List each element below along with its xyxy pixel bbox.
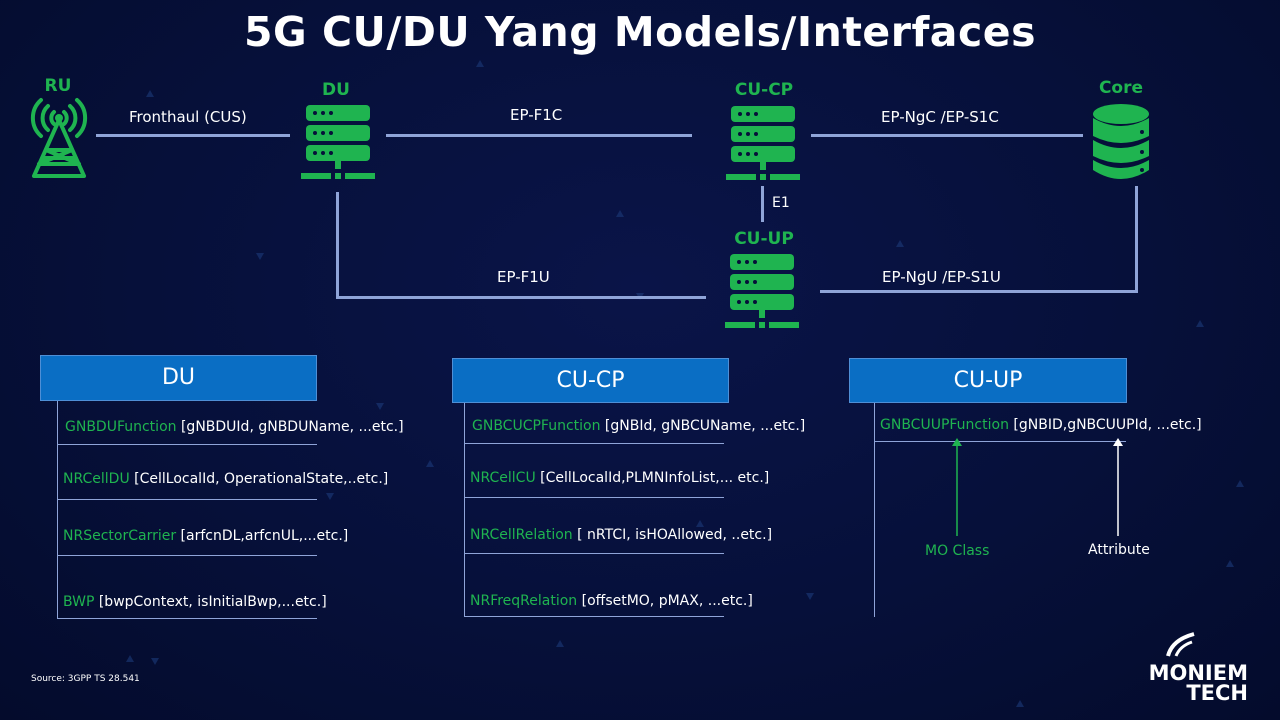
e1-link-line <box>761 186 764 222</box>
du-mo-row: NRCellDU [CellLocalId, OperationalState,… <box>63 471 388 487</box>
du-node-label: DU <box>322 80 350 100</box>
cucp-mo-row: NRFreqRelation [offsetMO, pMAX, ...etc.] <box>470 593 753 609</box>
row-divider <box>464 497 724 498</box>
core-node-label: Core <box>1098 78 1144 98</box>
fronthaul-link-line <box>96 134 290 137</box>
mo-attributes: [offsetMO, pMAX, ...etc.] <box>581 593 753 609</box>
cucp-mo-row: NRCellRelation [ nRTCI, isHOAllowed, ..e… <box>470 527 772 543</box>
cuup-mo-row: GNBCUUPFunction [gNBID,gNBCUUPId, ...etc… <box>880 417 1202 433</box>
du-server-icon <box>301 105 375 181</box>
logo-text-line1: MONIEM <box>1148 661 1248 685</box>
mo-attributes: [CellLocalId,PLMNInfoList,... etc.] <box>540 470 770 486</box>
cucp-mo-row: NRCellCU [CellLocalId,PLMNInfoList,... e… <box>470 470 769 486</box>
mo-class: NRCellCU <box>470 470 536 486</box>
legend-mo-class: MO Class <box>925 543 990 559</box>
mo-attributes: [gNBID,gNBCUUPId, ...etc.] <box>1013 417 1202 433</box>
mo-class: GNBDUFunction <box>65 419 177 435</box>
brand-logo: MONIEM TECH <box>1140 630 1248 705</box>
mo-attributes: [bwpContext, isInitialBwp,...etc.] <box>98 594 327 610</box>
e1-link-label: E1 <box>772 195 790 211</box>
ngc-link-line <box>811 134 1083 137</box>
mo-class: NRCellDU <box>63 471 130 487</box>
fronthaul-link-label: Fronthaul (CUS) <box>129 108 247 126</box>
ngu-link-vertical <box>1135 186 1138 293</box>
cuup-server-icon <box>725 254 799 330</box>
du-mo-row: NRSectorCarrier [arfcnDL,arfcnUL,...etc.… <box>63 528 348 544</box>
du-mo-row: GNBDUFunction [gNBDUId, gNBDUName, ...et… <box>65 419 404 435</box>
cuup-mo-header: CU-UP <box>849 358 1127 403</box>
f1u-link-label: EP-F1U <box>497 268 550 286</box>
mo-attributes: [arfcnDL,arfcnUL,...etc.] <box>180 528 349 544</box>
mo-class-arrow-icon <box>952 438 962 536</box>
f1u-link-line <box>336 296 706 299</box>
logo-wave-icon <box>1166 632 1195 657</box>
mo-attributes: [gNBDUId, gNBDUName, ...etc.] <box>180 419 404 435</box>
ngu-link-line <box>820 290 1138 293</box>
mo-class: NRSectorCarrier <box>63 528 177 544</box>
row-divider <box>874 441 1126 442</box>
cuup-node-label: CU-UP <box>734 229 794 249</box>
mo-class: NRCellRelation <box>470 527 573 543</box>
cucp-server-icon <box>726 106 800 182</box>
mo-attributes: [CellLocalId, OperationalState,..etc.] <box>134 471 389 487</box>
mo-class: GNBCUCPFunction <box>472 418 601 434</box>
du-tree-line <box>57 401 58 619</box>
cucp-mo-header: CU-CP <box>452 358 729 403</box>
row-divider <box>57 618 317 619</box>
f1c-link-line <box>386 134 692 137</box>
cucp-tree-line <box>464 403 465 617</box>
database-icon <box>1092 104 1150 182</box>
cucp-node-label: CU-CP <box>734 80 794 100</box>
mo-class: BWP <box>63 594 95 610</box>
cucp-mo-row: GNBCUCPFunction [gNBId, gNBCUName, ...et… <box>472 418 805 434</box>
cell-tower-icon <box>28 96 90 178</box>
ngu-link-label: EP-NgU /EP-S1U <box>882 268 1001 286</box>
ru-label: RU <box>44 76 72 96</box>
row-divider <box>57 555 317 556</box>
logo-text-line2: TECH <box>1186 681 1248 705</box>
row-divider <box>464 616 724 617</box>
mo-class: NRFreqRelation <box>470 593 578 609</box>
attribute-arrow-icon <box>1113 438 1123 536</box>
mo-class: GNBCUUPFunction <box>880 417 1009 433</box>
row-divider <box>464 553 724 554</box>
ngc-link-label: EP-NgC /EP-S1C <box>881 108 999 126</box>
legend-attribute: Attribute <box>1088 542 1150 558</box>
du-mo-row: BWP [bwpContext, isInitialBwp,...etc.] <box>63 594 327 610</box>
source-citation: Source: 3GPP TS 28.541 <box>31 674 140 684</box>
cuup-tree-line <box>874 403 875 617</box>
mo-attributes: [gNBId, gNBCUName, ...etc.] <box>604 418 806 434</box>
row-divider <box>57 444 317 445</box>
du-mo-header: DU <box>40 355 317 401</box>
mo-attributes: [ nRTCI, isHOAllowed, ..etc.] <box>577 527 773 543</box>
row-divider <box>57 499 317 500</box>
row-divider <box>464 443 724 444</box>
f1c-link-label: EP-F1C <box>510 106 563 124</box>
f1u-link-vertical <box>336 192 339 299</box>
page-title: 5G CU/DU Yang Models/Interfaces <box>244 8 1036 56</box>
